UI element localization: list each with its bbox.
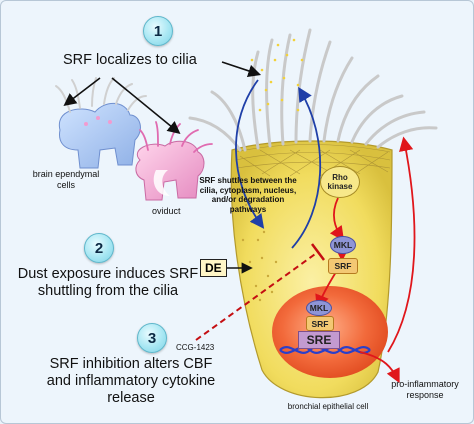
signaling-arrows bbox=[315, 136, 416, 384]
inhibitor-line bbox=[195, 251, 319, 341]
oviduct-illustration bbox=[135, 121, 213, 201]
arrow-to-cilia bbox=[221, 61, 262, 78]
mkl-node-cytoplasm: MKL bbox=[330, 236, 356, 254]
step-2-badge: 2 bbox=[84, 233, 114, 263]
step-3-text: SRF inhibition alters CBF and inflammato… bbox=[46, 356, 216, 406]
step-2-number: 2 bbox=[94, 239, 104, 257]
shuttle-arrow-up bbox=[291, 86, 322, 249]
arrow-to-ependymal bbox=[63, 77, 101, 106]
shuttle-note: SRF shuttles between the cilia, cytoplas… bbox=[199, 176, 297, 214]
step-1-badge: 1 bbox=[143, 16, 173, 46]
mkl-node-nucleus: MKL bbox=[306, 300, 332, 316]
rho-kinase-node: Rho kinase bbox=[320, 166, 360, 198]
pro-inflammatory-label: pro-inflammatory response bbox=[391, 379, 459, 400]
step-2-text: Dust exposure induces SRF shuttling from… bbox=[17, 266, 199, 299]
step-1-text: SRF localizes to cilia bbox=[63, 52, 197, 68]
step-1-number: 1 bbox=[153, 22, 163, 40]
ependymal-label: brain ependymal cells bbox=[32, 169, 100, 190]
srf-node-cytoplasm: SRF bbox=[328, 258, 358, 274]
shuttle-arrow-down bbox=[235, 79, 265, 229]
cilia bbox=[188, 28, 438, 152]
cell-label: bronchial epithelial cell bbox=[287, 402, 369, 411]
srf-dots-cytoplasm bbox=[241, 203, 278, 302]
de-box: DE bbox=[200, 259, 227, 277]
srf-node-nucleus: SRF bbox=[306, 316, 334, 331]
dna-helix bbox=[279, 346, 371, 354]
sre-node: SRE bbox=[298, 331, 340, 349]
step-3-badge: 3 bbox=[137, 323, 167, 353]
srf-dots-cilia bbox=[250, 38, 304, 112]
oviduct-label: oviduct bbox=[152, 206, 181, 216]
ccg-label: CCG-1423 bbox=[176, 343, 215, 352]
step-3-number: 3 bbox=[147, 329, 157, 347]
inhibitor-bar bbox=[311, 243, 325, 261]
ependymal-cells-illustration bbox=[55, 77, 147, 169]
arrow-to-oviduct bbox=[111, 77, 181, 135]
